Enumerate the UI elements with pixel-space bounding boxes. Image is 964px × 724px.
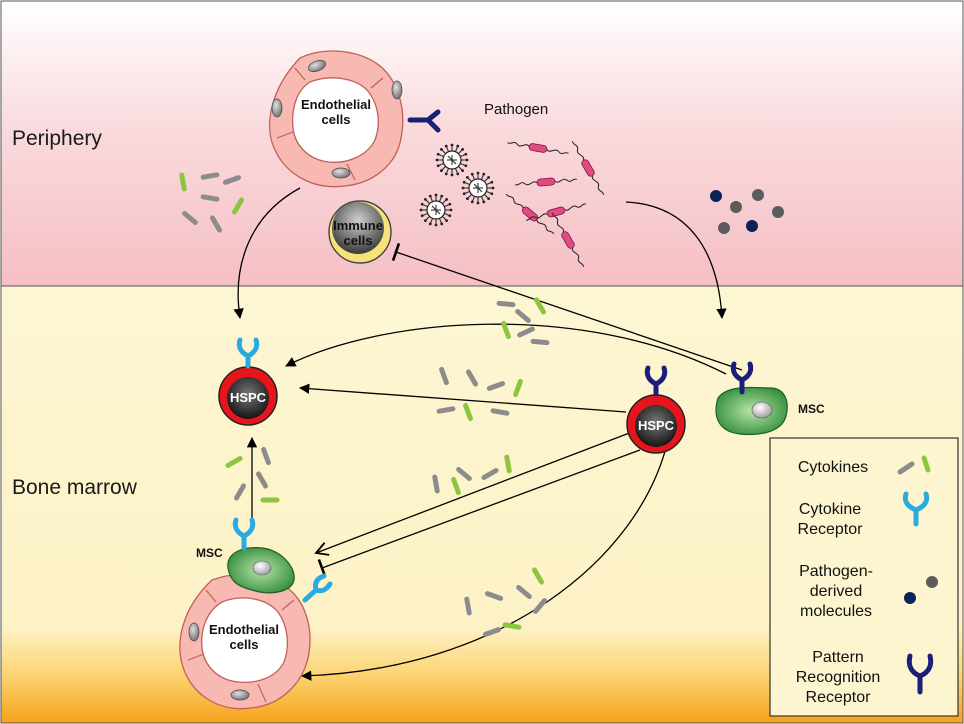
prr-icon — [906, 653, 934, 695]
pathogen-molecules — [710, 189, 784, 234]
bacteria-icon — [505, 141, 604, 267]
hspc-left-label: HSPC — [229, 390, 267, 405]
interaction-arrows — [233, 187, 743, 681]
pathogen-label: Pathogen — [484, 101, 549, 118]
msc-left-cell — [227, 517, 295, 594]
periphery-endothelial-cell — [269, 50, 404, 188]
periphery-endothelial-label: Endothelial cells — [300, 97, 372, 127]
cytokine-receptor-icon — [302, 573, 333, 603]
legend-cytokines-label: Cytokines — [797, 459, 869, 476]
msc-right-label: MSC — [798, 402, 825, 416]
cytokine-icon — [897, 455, 931, 475]
virus-icon — [419, 143, 495, 227]
msc-right-cell — [715, 361, 788, 436]
legend-cytokine-receptor-label: Cytokine Receptor — [797, 501, 863, 538]
hspc-left-cell — [218, 337, 278, 426]
periphery-cytokines — [179, 172, 244, 233]
legend-box — [769, 437, 959, 717]
msc-left-label: MSC — [196, 546, 223, 560]
periphery-region — [0, 0, 964, 287]
bone-marrow-endothelial-cell — [179, 573, 311, 710]
bone-marrow-region-label: Bone marrow — [12, 476, 137, 499]
hspc-right-label: HSPC — [637, 418, 675, 433]
hspc-right-cell — [626, 365, 686, 454]
immune-cell — [328, 200, 392, 264]
legend-pathogen-molecules-label: Pathogen-derived molecules — [799, 563, 873, 620]
bone-marrow-cytokines — [225, 297, 550, 637]
bone-marrow-endothelial-label: Endothelial cells — [208, 622, 280, 652]
legend-prr-label: Pattern Recognition Receptor — [795, 649, 881, 706]
prr-icon — [407, 109, 441, 133]
immune-cells-label: Immune cells — [333, 218, 383, 248]
periphery-region-label: Periphery — [12, 127, 102, 150]
pathogen-molecule-icon — [904, 576, 938, 604]
cytokine-receptor-icon — [902, 491, 930, 527]
